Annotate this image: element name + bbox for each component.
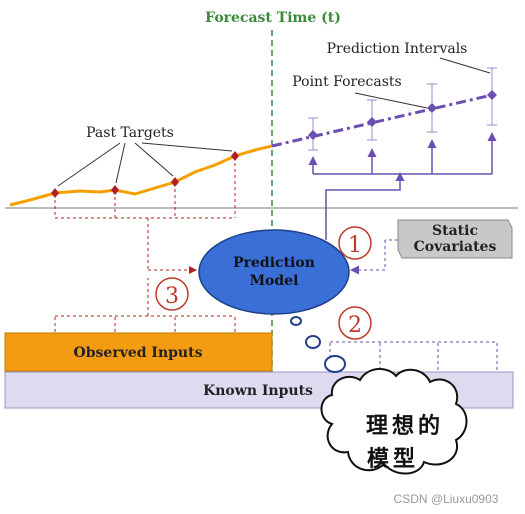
past-target-point	[51, 188, 59, 198]
past-target-markers	[51, 151, 239, 198]
observed-inputs-label: Observed Inputs	[74, 345, 203, 361]
forecast-output-arrows	[308, 132, 497, 240]
forecast-point	[427, 103, 437, 113]
known-input-connectors	[329, 341, 498, 370]
thought-bubbles	[290, 316, 346, 373]
past-targets-label: Past Targets	[86, 125, 174, 141]
prediction-model	[198, 229, 350, 315]
prediction-model-line2: Model	[250, 273, 299, 289]
marker-2: ② 2	[338, 306, 372, 340]
forecast-point	[487, 90, 497, 100]
cloud-text-line1: 理想的	[366, 413, 444, 439]
past-target-point	[111, 185, 119, 195]
forecast-point	[367, 117, 377, 127]
marker-3: ③ 3	[155, 277, 189, 311]
forecast-points	[308, 90, 497, 140]
cloud-text-line2: 模型	[367, 447, 419, 472]
known-inputs-label: Known Inputs	[203, 383, 313, 399]
prediction-model-line1: Prediction	[233, 255, 315, 271]
thought-cloud	[320, 368, 468, 475]
past-targets-pointers	[57, 142, 233, 187]
prediction-intervals-label: Prediction Intervals	[327, 41, 468, 57]
past-target-point	[171, 177, 179, 187]
static-covariates-line1: Static	[432, 223, 478, 239]
svg-text:1: 1	[348, 233, 362, 258]
past-target-connectors	[54, 163, 236, 274]
static-covariates-line2: Covariates	[414, 239, 497, 255]
forecast-time-title: Forecast Time (t)	[205, 10, 341, 26]
point-forecasts-label: Point Forecasts	[292, 74, 401, 90]
watermark: CSDN @Liuxu0903	[394, 492, 499, 506]
past-target-point	[231, 151, 239, 161]
past-targets-line	[9, 144, 273, 207]
static-covariates-box	[397, 219, 513, 259]
observed-input-connectors	[54, 278, 236, 332]
marker-1: ① 1	[338, 226, 372, 260]
forecast-point	[308, 130, 318, 140]
svg-text:3: 3	[165, 284, 179, 309]
svg-text:2: 2	[348, 313, 362, 338]
observed-inputs-bar	[4, 332, 273, 372]
static-covariates-connector	[350, 239, 398, 275]
forecast-line	[271, 93, 493, 148]
